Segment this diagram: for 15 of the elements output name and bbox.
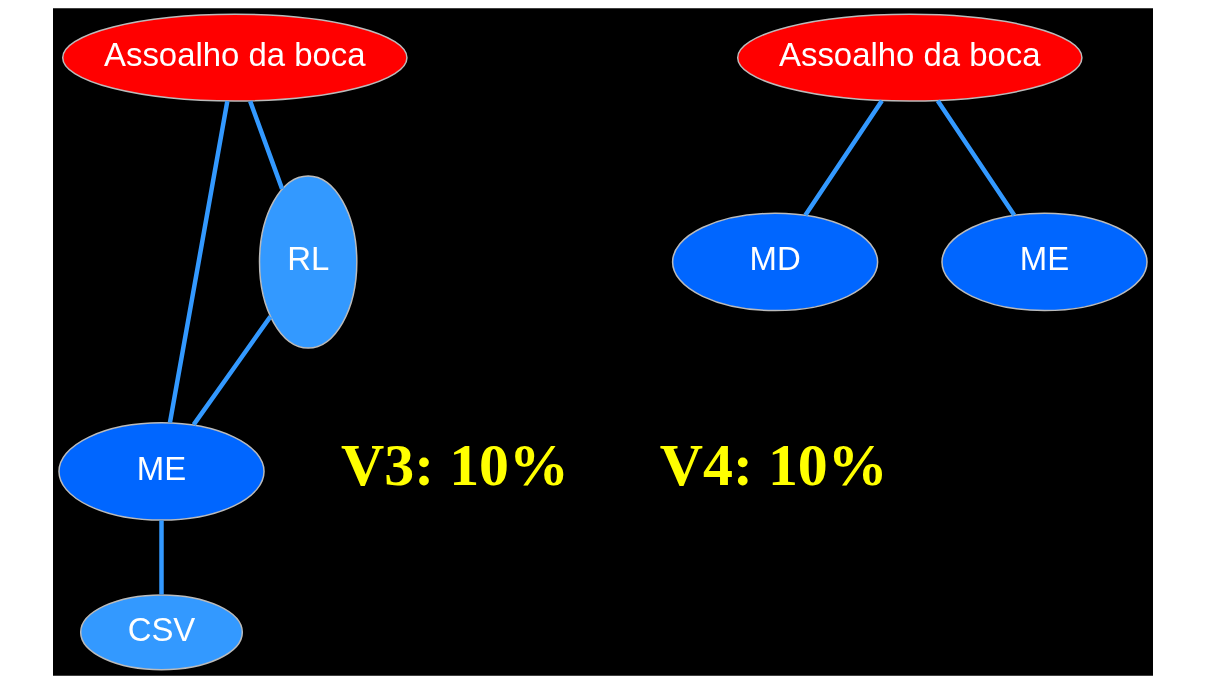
connector (167, 100, 230, 424)
label: V3: 10% (340, 431, 569, 498)
label: V4: 10% (659, 431, 888, 498)
node-ellipse: Assoalho da boca (736, 13, 1083, 102)
node-ellipse: ME (57, 422, 265, 521)
node-ellipse: MD (671, 212, 878, 312)
connector (802, 99, 884, 217)
connector (191, 315, 272, 426)
node-ellipse: CSV (79, 594, 243, 671)
connector (247, 100, 284, 190)
connector (935, 99, 1016, 217)
node-ellipse: ME (940, 212, 1148, 312)
node-ellipse: Assoalho da boca (61, 13, 408, 102)
connector (158, 520, 164, 595)
node-ellipse: RL (258, 175, 358, 349)
